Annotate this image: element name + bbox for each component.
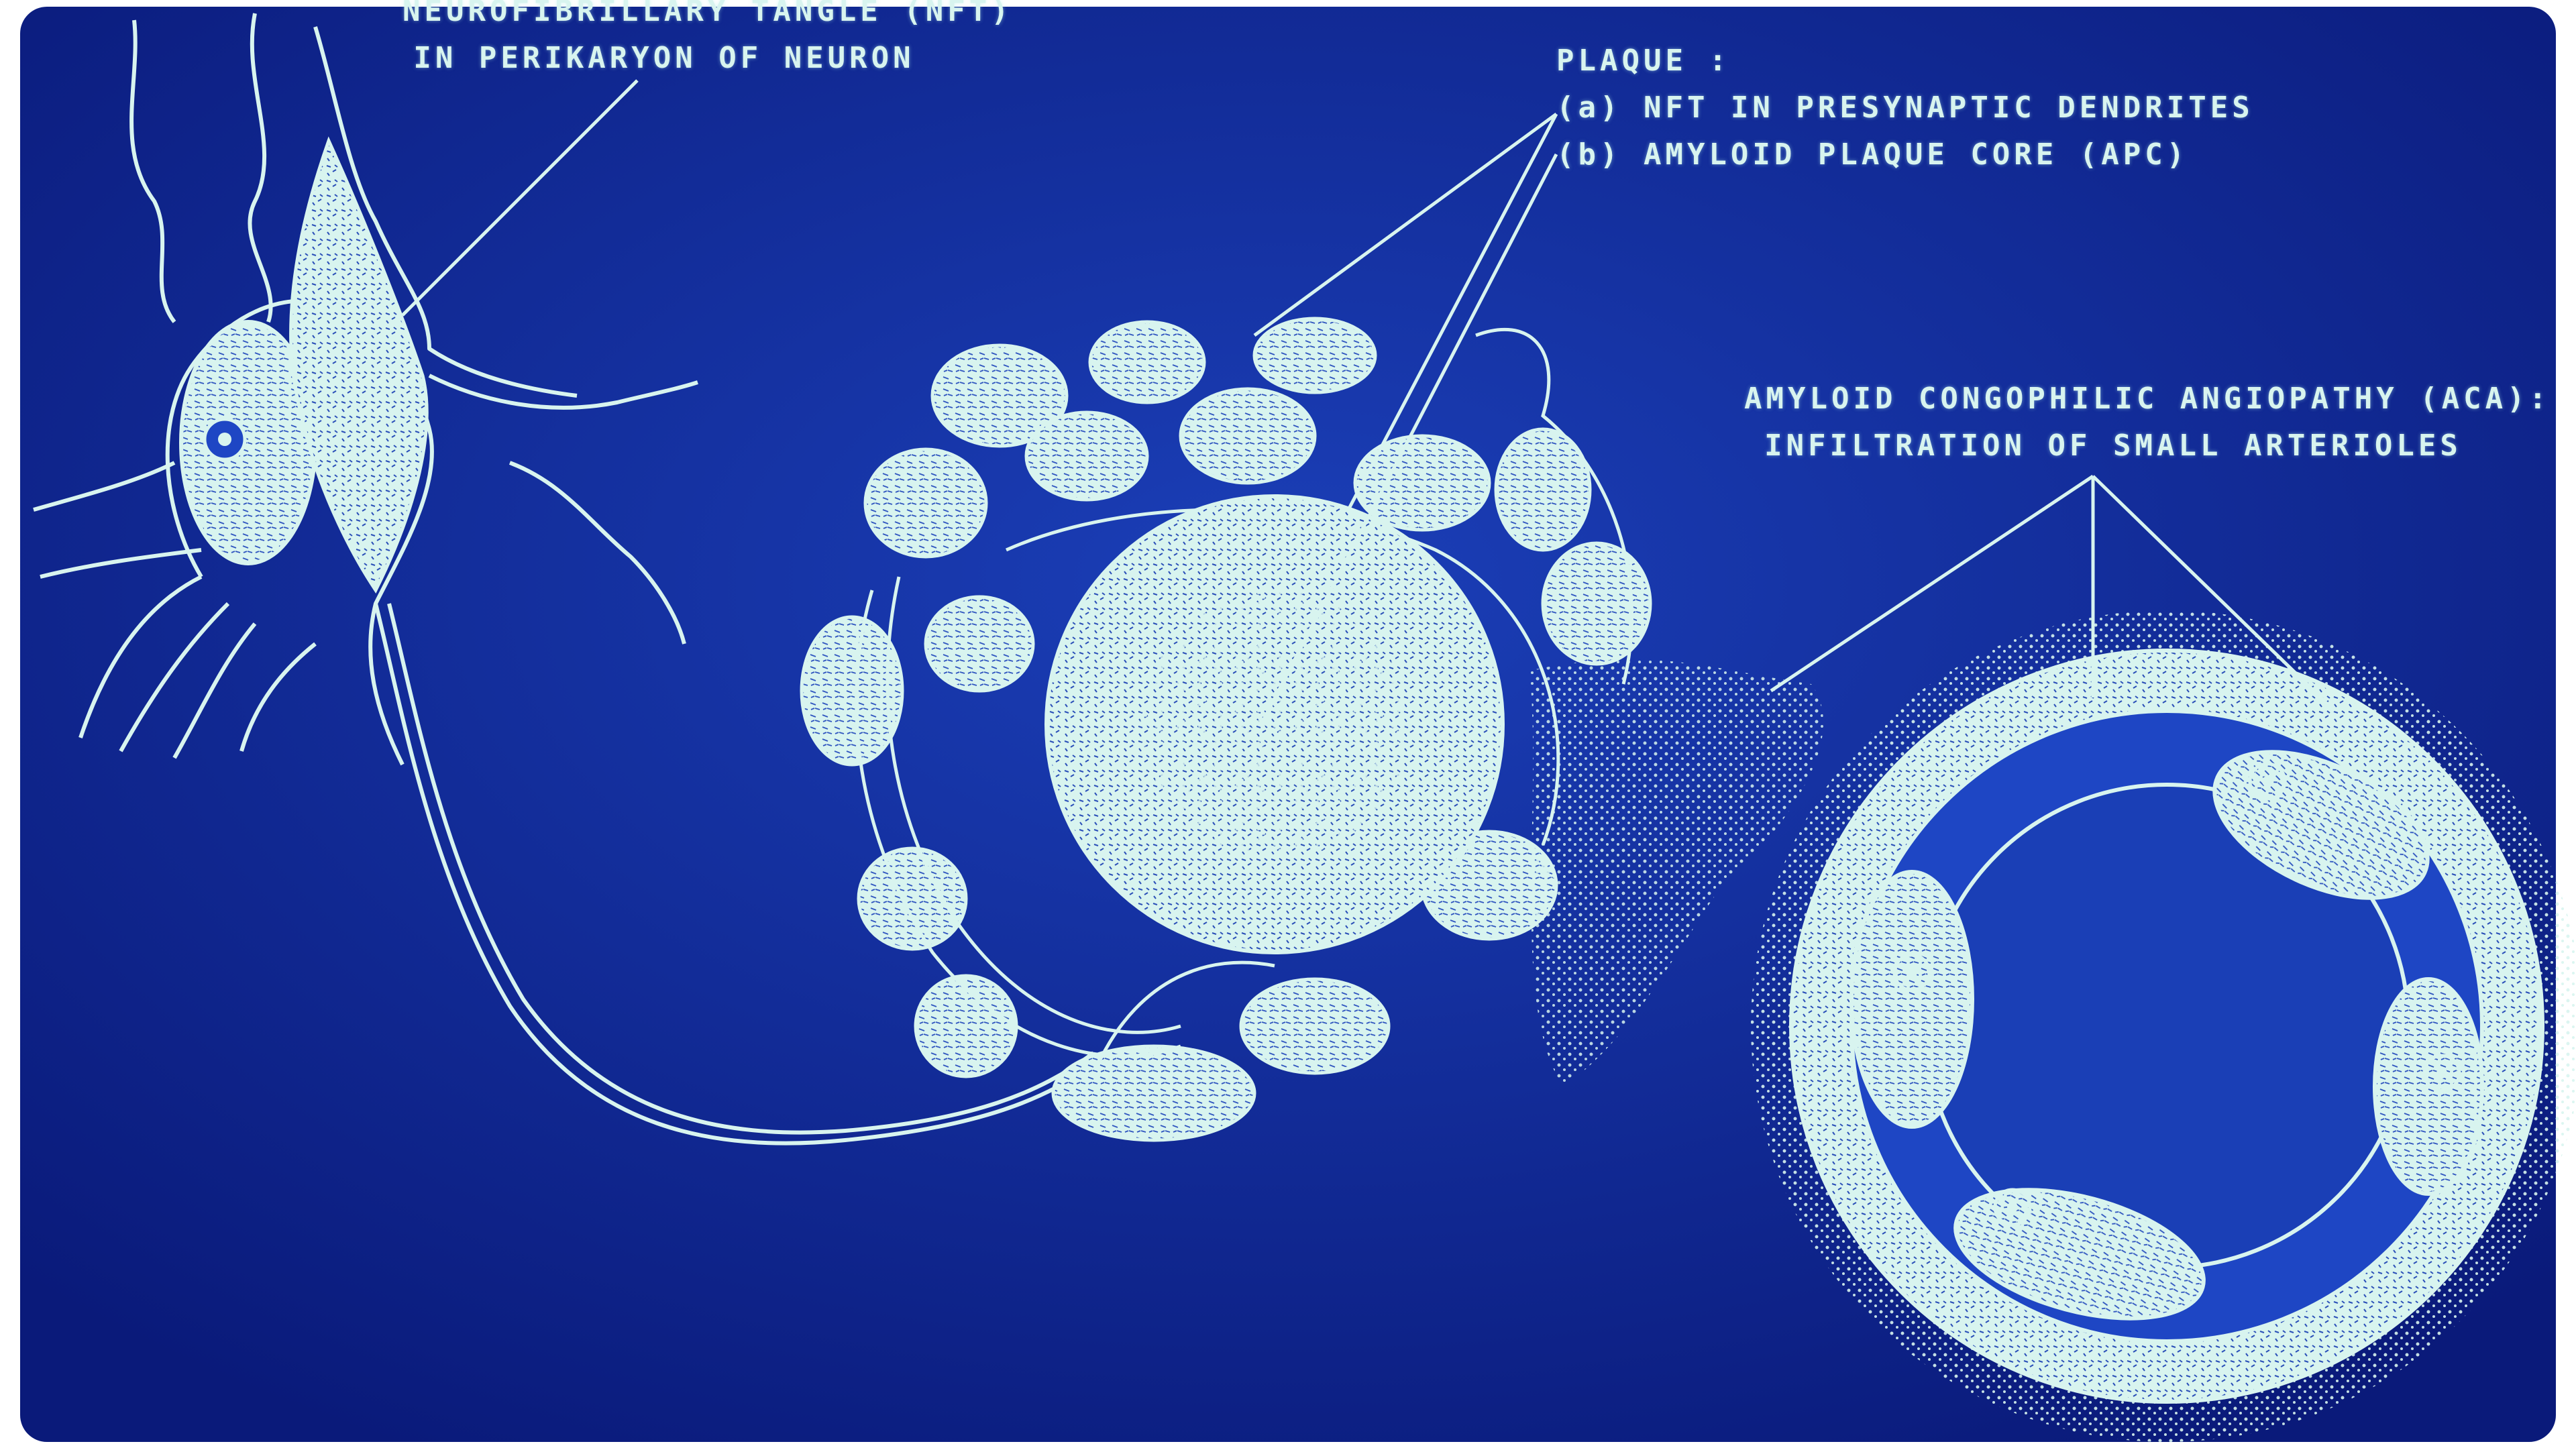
aca-label: AMYLOID CONGOPHILIC ANGIOPATHY (ACA): IN… xyxy=(1744,376,2482,469)
nft-label-line1: NEUROFIBRILLARY TANGLE (NFT) xyxy=(402,0,926,35)
plaque-label-b: (b) AMYLOID PLAQUE CORE (APC) xyxy=(1556,131,2254,178)
plaque-label-a: (a) NFT IN PRESYNAPTIC DENDRITES xyxy=(1556,85,2254,131)
plaque-label: PLAQUE : (a) NFT IN PRESYNAPTIC DENDRITE… xyxy=(1556,38,2254,178)
aca-label-line1: AMYLOID CONGOPHILIC ANGIOPATHY (ACA): xyxy=(1744,376,2482,423)
nft-label: NEUROFIBRILLARY TANGLE (NFT) IN PERIKARY… xyxy=(402,0,926,82)
aca-label-line2: INFILTRATION OF SMALL ARTERIOLES xyxy=(1744,423,2482,469)
plaque-title: PLAQUE : xyxy=(1556,38,2254,85)
nft-label-line2: IN PERIKARYON OF NEURON xyxy=(402,35,926,82)
arteriole xyxy=(1751,610,2576,1442)
